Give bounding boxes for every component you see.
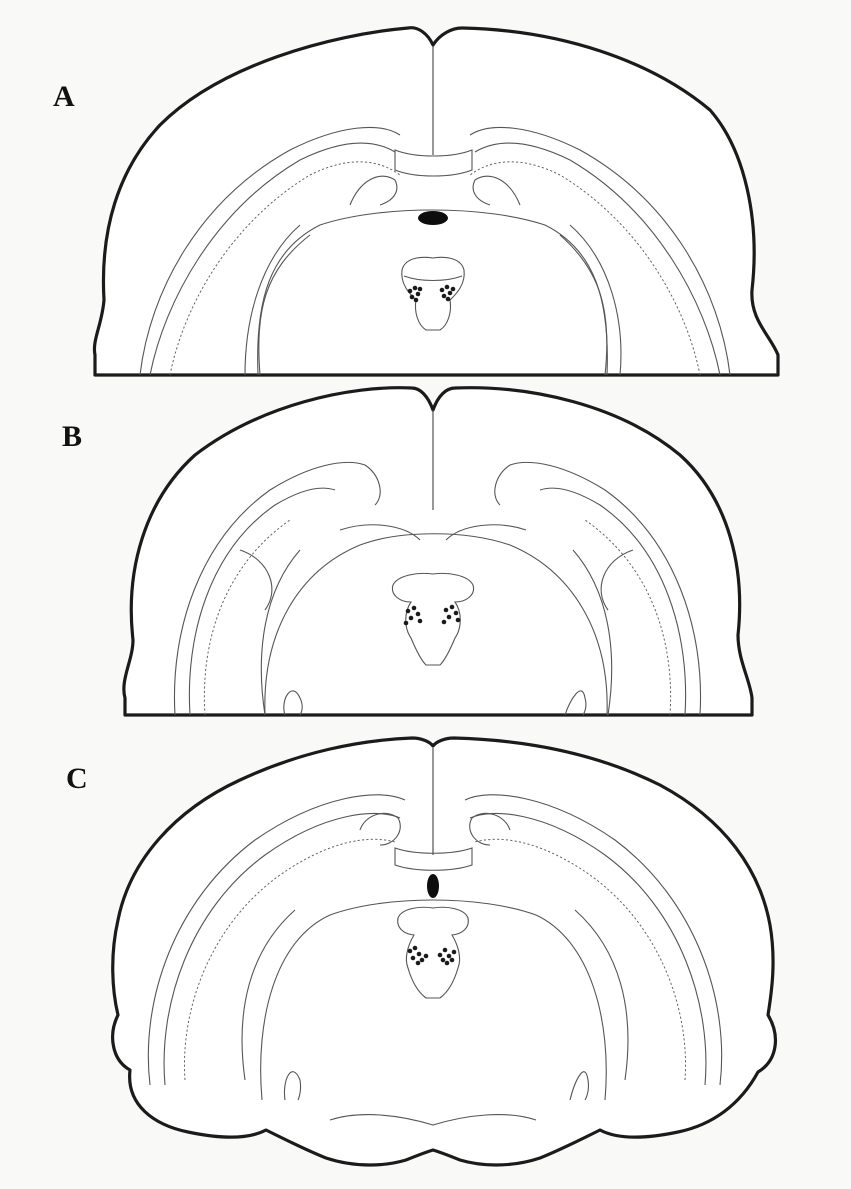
brain-outline-a <box>94 28 778 375</box>
panel-c: C <box>0 720 851 1189</box>
brain-outline-b <box>124 388 752 715</box>
brain-section-b <box>0 380 851 720</box>
brain-section-c <box>0 720 851 1189</box>
panel-a: A <box>0 0 851 380</box>
lesion-c <box>427 874 439 898</box>
panel-b: B <box>0 380 851 720</box>
brain-section-a <box>0 0 851 380</box>
lesion-a <box>418 211 448 225</box>
